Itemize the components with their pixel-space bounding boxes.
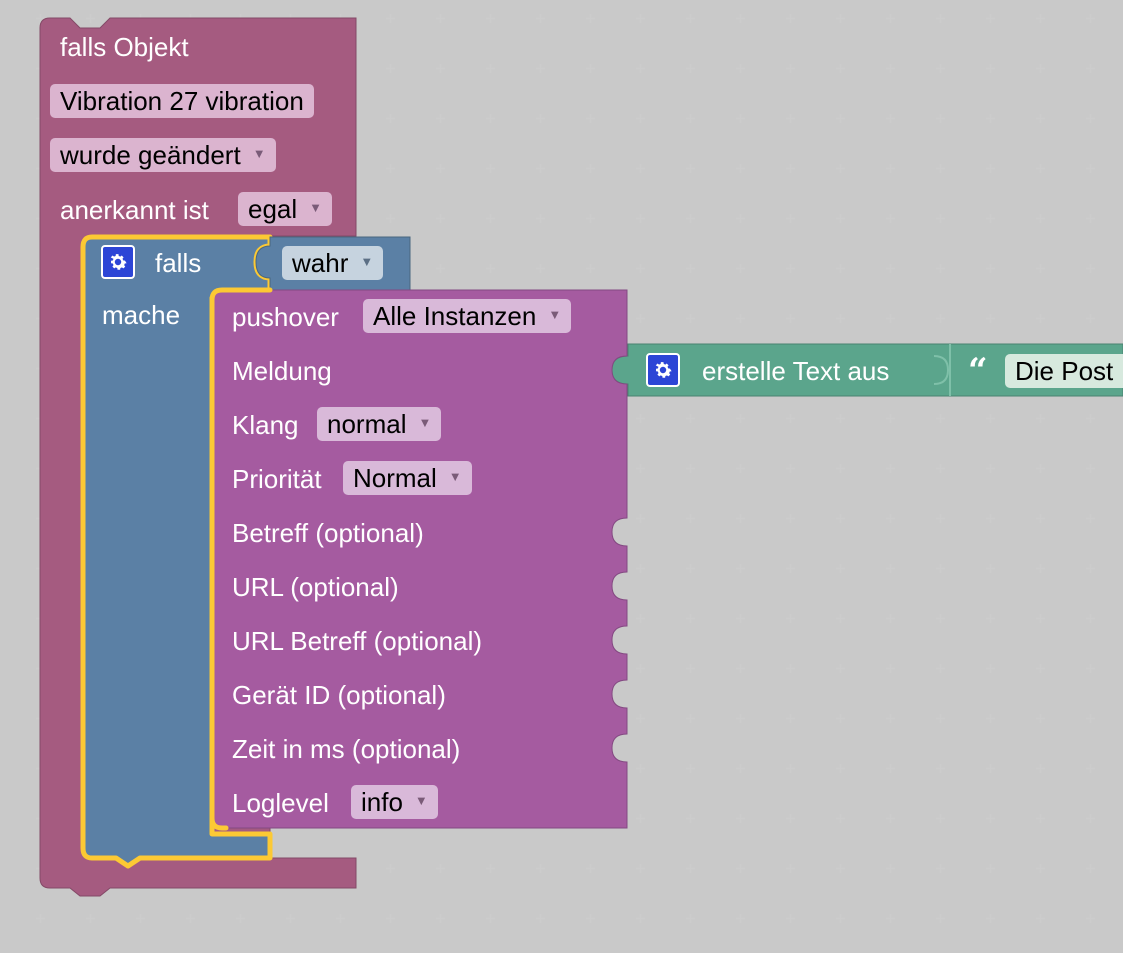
trigger-dropdown[interactable]: wurde geändert ▼ <box>50 138 276 172</box>
acknowledged-label: anerkannt ist <box>60 195 209 225</box>
trigger-value: wurde geändert <box>60 140 241 170</box>
url-subject-label: URL Betreff (optional) <box>232 626 483 656</box>
sound-value: normal <box>327 409 407 439</box>
loglevel-label: Loglevel <box>232 788 329 818</box>
gear-icon <box>655 362 672 378</box>
text-string-field[interactable]: Die Post <box>1005 354 1123 388</box>
do-label: mache <box>102 300 181 330</box>
quote-icon: “ <box>968 351 988 391</box>
message-label: Meldung <box>232 356 332 386</box>
dropdown-arrow-icon: ▼ <box>252 146 266 162</box>
gear-icon <box>110 254 127 270</box>
text-gear-icon[interactable] <box>646 353 680 387</box>
object-id-value: Vibration 27 vibration <box>60 86 304 116</box>
sound-label: Klang <box>232 410 299 440</box>
priority-dropdown[interactable]: Normal ▼ <box>343 461 472 495</box>
text-string-value: Die Post <box>1015 356 1114 386</box>
text-join-label: erstelle Text aus <box>702 356 890 386</box>
dropdown-arrow-icon: ▼ <box>360 254 374 270</box>
dropdown-arrow-icon: ▼ <box>548 307 562 323</box>
acknowledged-dropdown[interactable]: egal ▼ <box>238 192 333 226</box>
loglevel-value: info <box>361 787 403 817</box>
if-label: falls <box>155 248 202 278</box>
time-ms-label: Zeit in ms (optional) <box>232 734 461 764</box>
subject-label: Betreff (optional) <box>232 518 424 548</box>
dropdown-arrow-icon: ▼ <box>414 793 428 809</box>
dropdown-arrow-icon: ▼ <box>418 415 432 431</box>
instance-dropdown[interactable]: Alle Instanzen ▼ <box>363 299 572 333</box>
priority-value: Normal <box>353 463 437 493</box>
pushover-highlight <box>209 287 273 831</box>
if-gear-icon[interactable] <box>101 245 135 279</box>
pushover-block-shape[interactable] <box>211 289 628 829</box>
outer-block-title: falls Objekt <box>60 32 189 62</box>
condition-dropdown[interactable]: wahr ▼ <box>282 246 384 280</box>
text-block-input-notch <box>933 355 950 385</box>
sound-dropdown[interactable]: normal ▼ <box>317 407 442 441</box>
object-id-field[interactable]: Vibration 27 vibration <box>50 84 314 118</box>
priority-label: Priorität <box>232 464 322 494</box>
device-id-label: Gerät ID (optional) <box>232 680 446 710</box>
text-block-divider <box>949 344 951 396</box>
pushover-label: pushover <box>232 302 339 332</box>
url-label: URL (optional) <box>232 572 399 602</box>
acknowledged-value: egal <box>248 194 298 224</box>
dropdown-arrow-icon: ▼ <box>309 200 323 216</box>
dropdown-arrow-icon: ▼ <box>448 469 462 485</box>
condition-value: wahr <box>292 248 349 278</box>
loglevel-dropdown[interactable]: info ▼ <box>351 785 438 819</box>
instance-value: Alle Instanzen <box>373 301 537 331</box>
